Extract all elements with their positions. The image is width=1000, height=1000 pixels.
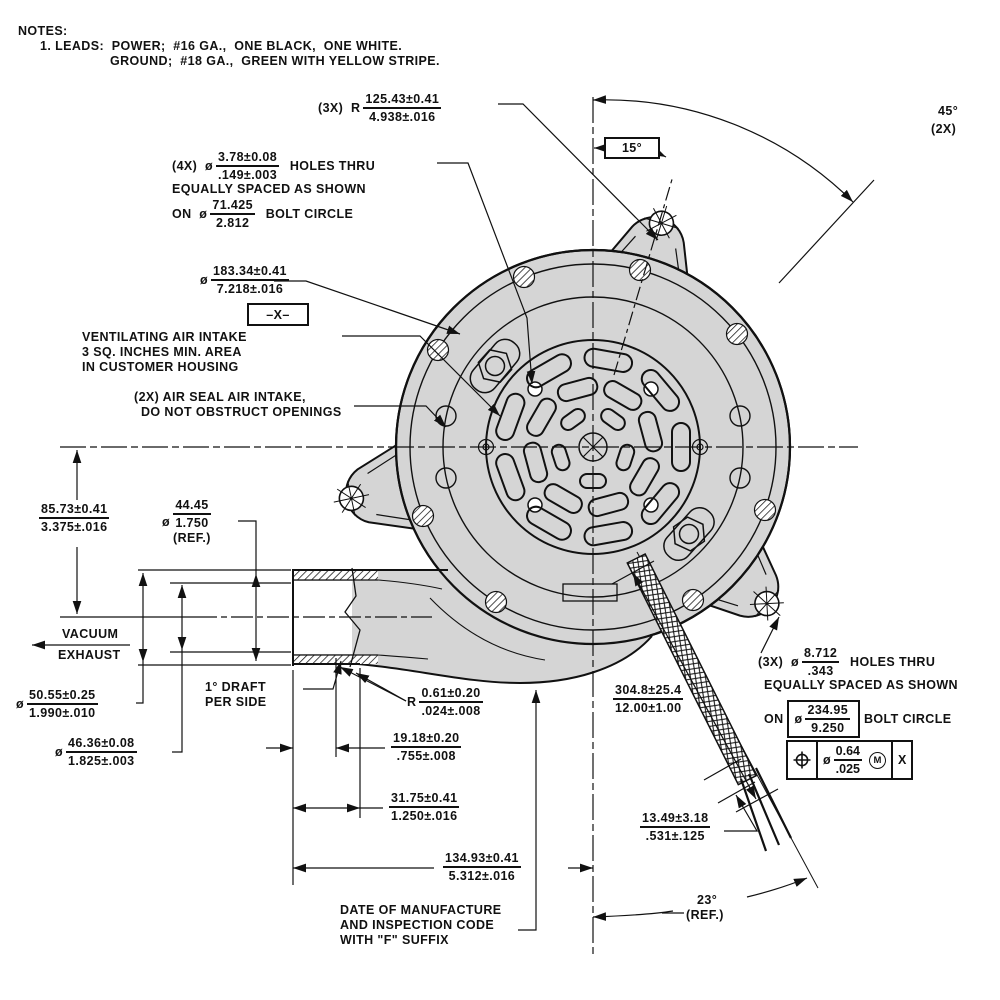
callout-vent-line2: 3 SQ. INCHES MIN. AREA <box>82 345 242 359</box>
dim-19-18: 19.18±0.20.755±.008 <box>391 731 462 763</box>
dimension-lines <box>32 95 854 931</box>
hex-bolt <box>469 338 521 394</box>
callout-mount-holes: (3X) ø 8.712.343 HOLES THRU <box>758 646 936 678</box>
angle-23-ref: (REF.) <box>686 908 724 922</box>
mmc-modifier-icon: M <box>868 751 886 769</box>
callout-small-holes-line2: EQUALLY SPACED AS SHOWN <box>172 182 366 196</box>
datecode-line2: AND INSPECTION CODE <box>340 918 495 932</box>
datum-x-flag: –X– <box>247 303 309 326</box>
angle-45: 45° <box>938 104 959 118</box>
exhaust-label: EXHAUST <box>58 648 121 662</box>
callout-airseal-line2: DO NOT OBSTRUCT OPENINGS <box>141 405 342 419</box>
vacuum-label: VACUUM <box>62 627 119 641</box>
dim-fillet-radius: R 0.61±0.20.024±.008 <box>407 686 483 718</box>
angle-23: 23° <box>697 893 718 907</box>
notes-title: NOTES: <box>18 24 68 38</box>
45deg-line <box>778 179 875 284</box>
callout-vent-line1: VENTILATING AIR INTAKE <box>82 330 247 344</box>
datecode-line1: DATE OF MANUFACTURE <box>340 903 502 917</box>
notes-line2: GROUND; #18 GA., GREEN WITH YELLOW STRIP… <box>110 54 440 68</box>
feature-control-frame: ø 0.64.025 M X <box>786 740 914 780</box>
lead-wires <box>739 767 792 852</box>
callout-mount-holes-line2: EQUALLY SPACED AS SHOWN <box>764 678 958 692</box>
position-tolerance-icon <box>793 751 811 769</box>
callout-small-holes: (4X) ø 3.78±0.08.149±.003 HOLES THRU <box>172 150 376 182</box>
centerlines <box>60 97 875 958</box>
notes-line1: 1. LEADS: POWER; #16 GA., ONE BLACK, ONE… <box>40 39 403 53</box>
hex-bolt <box>663 506 715 562</box>
datecode-line3: WITH "F" SUFFIX <box>340 933 449 947</box>
angle-45-qty: (2X) <box>931 122 957 136</box>
dim-44-45: ø 44.45 1.750 (REF.) <box>162 498 211 545</box>
draft-line2: PER SIDE <box>205 695 267 709</box>
date-code-pad <box>562 583 618 602</box>
callout-airseal-line1: (2X) AIR SEAL AIR INTAKE, <box>134 390 306 404</box>
datum-cell: X <box>897 753 907 767</box>
dim-13-49: 13.49±3.18.531±.125 <box>640 811 711 843</box>
position-symbol-cell <box>788 742 818 778</box>
angle-15-box: 15° <box>604 137 660 159</box>
callout-vent-line3: IN CUSTOMER HOUSING <box>82 360 239 374</box>
15deg-centerline <box>613 175 674 376</box>
tolerance-cell: ø 0.64.025 M <box>818 742 893 778</box>
draft-line1: 1° DRAFT <box>205 680 266 694</box>
blower-scroll <box>293 570 653 685</box>
break-line <box>344 567 361 668</box>
